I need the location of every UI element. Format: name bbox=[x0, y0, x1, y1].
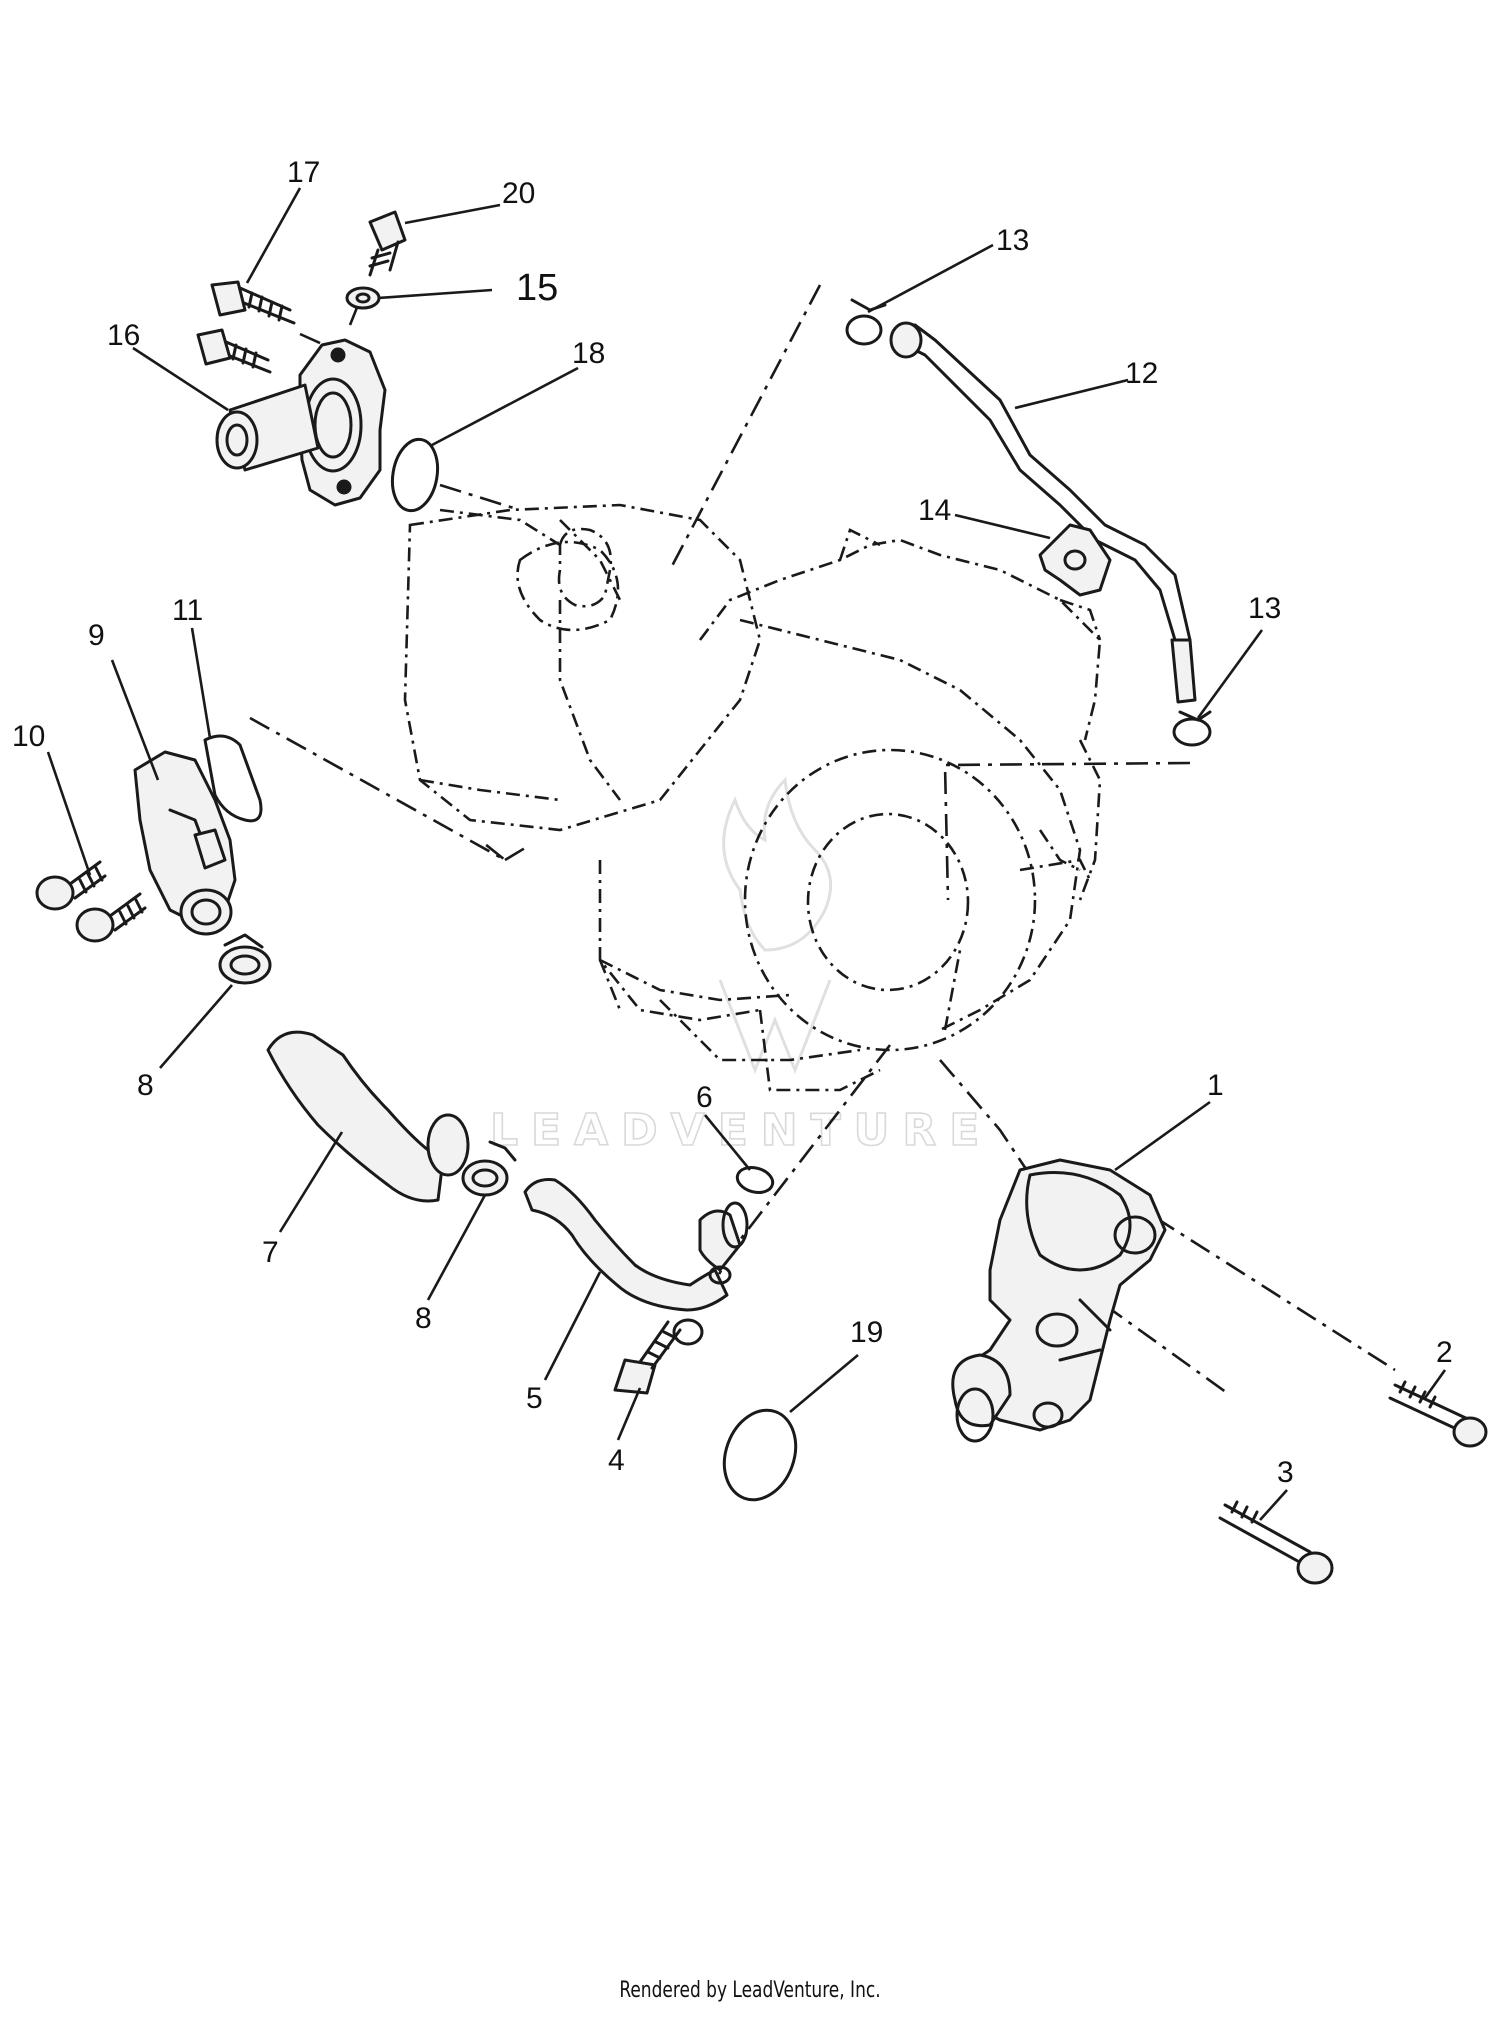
part-15-washer[interactable] bbox=[345, 286, 381, 310]
part-3-bolt[interactable] bbox=[1218, 1500, 1334, 1585]
part-12-pipe[interactable] bbox=[889, 321, 1197, 704]
callout-17[interactable]: 17 bbox=[287, 156, 320, 189]
part-8-clamp-lower[interactable] bbox=[461, 1140, 517, 1197]
footer-credit: Rendered by LeadVenture, Inc. bbox=[619, 1978, 881, 2003]
engine-outline bbox=[403, 503, 1102, 1092]
part-20-drain-bolt[interactable] bbox=[368, 210, 407, 277]
part-10-bolts[interactable] bbox=[35, 860, 147, 943]
part-17-bolt[interactable] bbox=[210, 280, 296, 325]
part-16-outlet-flange[interactable] bbox=[215, 338, 387, 507]
part-13-clamp-lower[interactable] bbox=[1172, 710, 1212, 747]
callout-3[interactable]: 3 bbox=[1277, 1456, 1294, 1489]
callout-4[interactable]: 4 bbox=[608, 1444, 625, 1477]
callout-19[interactable]: 19 bbox=[850, 1316, 883, 1349]
part-14-bracket[interactable] bbox=[1038, 523, 1112, 597]
callout-18[interactable]: 18 bbox=[572, 337, 605, 370]
callout-10[interactable]: 10 bbox=[12, 720, 45, 753]
callout-5[interactable]: 5 bbox=[526, 1382, 543, 1415]
callout-15[interactable]: 15 bbox=[516, 267, 558, 309]
part-11-gasket[interactable] bbox=[203, 734, 263, 823]
part-9-elbow-flange[interactable] bbox=[133, 750, 237, 936]
part-1-pump-housing[interactable] bbox=[951, 1158, 1167, 1443]
callout-leaders bbox=[46, 187, 1447, 1521]
callout-20[interactable]: 20 bbox=[502, 177, 535, 210]
part-16-bolt[interactable] bbox=[196, 328, 272, 374]
callout-11[interactable]: 11 bbox=[172, 594, 203, 627]
callout-2[interactable]: 2 bbox=[1436, 1336, 1453, 1369]
callout-12[interactable]: 12 bbox=[1125, 357, 1158, 390]
part-18-o-ring[interactable] bbox=[387, 436, 443, 515]
leadventure-logo-watermark bbox=[718, 776, 833, 1075]
engine-outlet-outline bbox=[439, 508, 613, 608]
part-4-bolt[interactable] bbox=[613, 1318, 704, 1395]
part-6-o-ring[interactable] bbox=[735, 1164, 776, 1196]
callout-14[interactable]: 14 bbox=[918, 494, 951, 527]
callout-1[interactable]: 1 bbox=[1207, 1069, 1224, 1102]
callout-labels: 1 2 3 4 5 6 7 8 8 9 10 11 12 13 13 14 15… bbox=[12, 156, 1453, 1489]
assembly-guide-lines bbox=[249, 284, 1396, 1397]
watermark-text: LEADVENTURE bbox=[490, 1105, 992, 1156]
part-7-hose[interactable] bbox=[266, 1030, 470, 1203]
callout-7[interactable]: 7 bbox=[262, 1236, 279, 1269]
watermark: LEADVENTURE bbox=[489, 776, 992, 1157]
part-5-pipe[interactable] bbox=[523, 1178, 749, 1312]
callout-13-lower[interactable]: 13 bbox=[1248, 592, 1281, 625]
callout-6[interactable]: 6 bbox=[696, 1081, 713, 1114]
callout-16[interactable]: 16 bbox=[107, 319, 140, 352]
callout-9[interactable]: 9 bbox=[88, 619, 105, 652]
part-8-clamp-upper[interactable] bbox=[218, 933, 272, 985]
callout-8-lower[interactable]: 8 bbox=[415, 1302, 432, 1335]
part-19-o-ring[interactable] bbox=[712, 1400, 807, 1510]
part-2-bolt[interactable] bbox=[1388, 1380, 1488, 1448]
callout-8-upper[interactable]: 8 bbox=[137, 1069, 154, 1102]
callout-13-upper[interactable]: 13 bbox=[996, 224, 1029, 257]
